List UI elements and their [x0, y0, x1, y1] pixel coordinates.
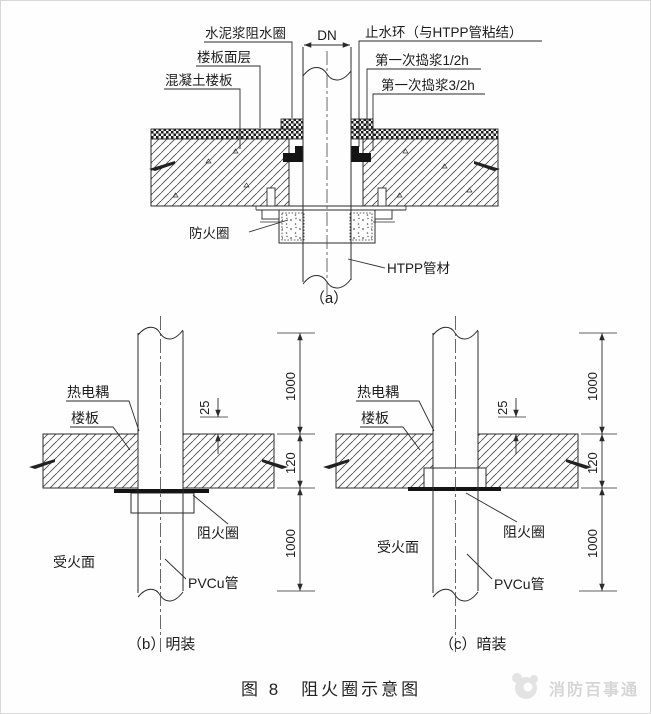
break-mark-c-left — [323, 459, 349, 469]
leader-floor-finish — [196, 65, 261, 128]
label-water-stop-ring: 止水环（与HTPP管粘结） — [365, 25, 523, 40]
leader-fire-collar-b — [192, 494, 229, 525]
label-tamping-second: 第一次捣浆3/2h — [381, 77, 475, 93]
label-fire-collar-b: 阻火圈 — [197, 525, 239, 541]
water-stop-ring-shapes — [283, 146, 371, 162]
break-mark-left — [149, 161, 175, 171]
label-pvcu-pipe-b: PVCu管 — [188, 575, 239, 591]
leader-water-stop-ring — [358, 40, 542, 147]
label-htpp-pipe: HTPP管材 — [387, 261, 450, 276]
cement-ring-left — [280, 118, 304, 130]
section-b: 25 1000 120 1000 热电耦 楼板 阻火圈 受火面 PVCu管 （b… — [29, 316, 315, 653]
anchor-bolt-right — [373, 187, 395, 223]
dim-1000-bottom-c: 1000 — [585, 529, 600, 558]
watermark: 消防百事通 — [512, 673, 639, 699]
caption-a: （a） — [310, 290, 348, 307]
dim-1000-top-b: 1000 — [283, 372, 298, 401]
caption-c: （c）暗装 — [439, 636, 507, 653]
leader-pvcu-pipe-b — [164, 558, 187, 580]
label-pvcu-pipe-c: PVCu管 — [494, 576, 545, 592]
leader-fire-collar-a — [248, 219, 289, 233]
section-a: DN 水泥浆阻水圈 楼板面层 混凝土楼板 止水环（与HTPP管粘结） 第一次捣浆… — [149, 25, 542, 307]
watermark-logo-icon — [512, 673, 538, 699]
cement-ring-right — [350, 118, 374, 130]
pvcu-pipe-b — [137, 326, 184, 602]
break-mark-right — [474, 161, 500, 171]
label-fire-side-c: 受火面 — [377, 539, 419, 555]
label-thermocouple-c: 热电耦 — [357, 384, 399, 400]
section-c: 25 1000 120 1000 热电耦 楼板 阻火圈 受火面 PVCu管 （c… — [323, 316, 617, 653]
collar-flange-b — [114, 489, 209, 493]
leader-cement-ring — [204, 41, 293, 118]
leader-tamping-second — [372, 93, 485, 151]
anchor-bolt-left — [260, 187, 282, 223]
label-fire-side-b: 受火面 — [53, 554, 95, 570]
dim-25-b-text: 25 — [197, 401, 212, 415]
break-mark-b-right — [262, 459, 288, 469]
dim-25-c-text: 25 — [495, 401, 510, 415]
caption-b: （b）明装 — [127, 636, 195, 653]
dim-25-b: 25 — [197, 398, 228, 454]
label-fire-collar-c: 阻火圈 — [503, 524, 545, 540]
dim-25-c: 25 — [495, 398, 526, 454]
leader-tamping-first — [366, 68, 481, 130]
leader-fire-collar-c — [465, 492, 518, 523]
floor-finish-left — [150, 128, 304, 140]
break-mark-c-right — [566, 459, 592, 469]
label-cement-slurry-ring: 水泥浆阻水圈 — [205, 26, 286, 41]
label-concrete-slab: 混凝土楼板 — [165, 73, 233, 88]
pvcu-pipe-c — [432, 326, 479, 602]
leader-pvcu-pipe-c — [466, 553, 493, 580]
dim-120-b: 120 — [283, 452, 298, 474]
leader-htpp-pipe — [347, 258, 386, 269]
dim-column-c: 1000 120 1000 — [579, 332, 617, 592]
dim-column-b: 1000 120 1000 — [277, 332, 315, 592]
label-slab-b: 楼板 — [71, 410, 99, 426]
dim-120-c: 120 — [585, 452, 600, 474]
leader-thermocouple-b — [66, 400, 140, 432]
break-mark-b-left — [29, 459, 55, 469]
aggregate-marks — [172, 148, 473, 198]
fire-collar-b — [130, 492, 195, 514]
label-thermocouple-b: 热电耦 — [67, 384, 109, 400]
leader-thermocouple-c — [356, 400, 435, 432]
leader-concrete-slab — [164, 88, 241, 149]
label-slab-c: 楼板 — [361, 410, 389, 426]
leader-slab-c — [360, 426, 421, 451]
label-fire-collar-a: 防火圈 — [189, 226, 230, 241]
dim-1000-bottom-b: 1000 — [283, 529, 298, 558]
watermark-text: 消防百事通 — [549, 680, 639, 699]
figure-caption: 图 8 阻火圈示意图 — [241, 680, 421, 699]
label-floor-finish: 楼板面层 — [197, 50, 251, 65]
dim-1000-top-c: 1000 — [585, 372, 600, 401]
dn-label: DN — [317, 28, 337, 43]
collar-flange-c — [408, 487, 501, 491]
leader-slab-b — [70, 426, 131, 451]
label-tamping-first: 第一次捣浆1/2h — [375, 52, 469, 68]
